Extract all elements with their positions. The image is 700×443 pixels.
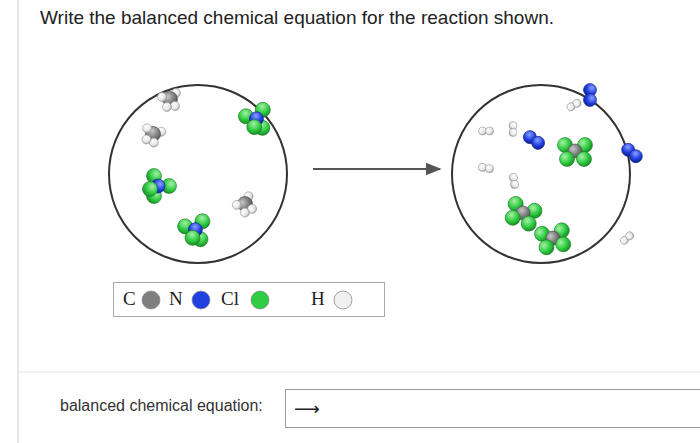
carbon-tetrachloride-molecule	[533, 222, 573, 257]
hydrogen-molecule	[478, 163, 494, 173]
product-circle	[452, 85, 630, 263]
atom	[141, 122, 153, 134]
nitrogen-trichloride-molecule	[233, 94, 281, 142]
hydrogen-molecule	[479, 127, 494, 135]
hydrogen-molecule	[509, 122, 517, 137]
atom	[627, 147, 645, 165]
answer-input-box: ⟶	[285, 389, 700, 428]
atom	[239, 207, 251, 219]
legend-swatch-holder	[190, 289, 212, 311]
hydrogen-molecule	[566, 98, 583, 112]
atom	[143, 182, 158, 197]
atom	[231, 199, 243, 211]
hydrogen-molecule	[509, 173, 519, 189]
atom	[584, 94, 597, 107]
nitrogen-trichloride-molecule	[172, 204, 221, 253]
molecules	[136, 84, 645, 257]
legend-swatch	[334, 291, 352, 309]
atom	[510, 180, 519, 189]
atom	[529, 134, 547, 152]
atom	[140, 133, 152, 145]
atom	[244, 117, 265, 138]
reaction-arrow	[313, 168, 440, 170]
atom	[182, 227, 203, 248]
legend-swatch-holder	[140, 289, 162, 311]
atom	[163, 103, 172, 112]
legend-label: Cl	[221, 288, 239, 310]
legend-label: N	[169, 288, 183, 310]
field-label: balanced chemical equation:	[60, 397, 263, 415]
nitrogen-trichloride-molecule	[143, 169, 177, 204]
atom	[555, 236, 572, 253]
atom	[171, 102, 180, 111]
legend-swatch	[142, 291, 160, 309]
atom	[486, 127, 494, 135]
atom	[158, 93, 167, 102]
methane-molecule	[158, 89, 181, 112]
legend-swatch	[251, 291, 269, 309]
hydrogen-molecule	[619, 230, 636, 246]
reactant-circle	[109, 85, 287, 263]
methane-molecule	[230, 191, 259, 220]
atom	[624, 230, 635, 241]
atom	[503, 208, 522, 227]
atom	[538, 239, 555, 256]
legend-swatch-holder	[249, 289, 271, 311]
legend-swatch	[192, 291, 210, 309]
nitrogen-molecule	[619, 141, 645, 166]
atom	[560, 152, 575, 167]
atom-legend: C N Cl H	[113, 282, 385, 317]
atom	[577, 152, 592, 167]
legend-swatch-holder	[332, 289, 354, 311]
atom	[509, 129, 517, 137]
separator-line	[18, 372, 700, 373]
nitrogen-molecule	[521, 128, 547, 152]
methane-molecule	[136, 119, 167, 150]
carbon-tetrachloride-molecule	[558, 138, 593, 167]
nitrogen-molecule	[584, 84, 597, 107]
question-title: Write the balanced chemical equation for…	[40, 7, 554, 29]
page-frame	[18, 0, 700, 443]
atom	[485, 164, 494, 173]
legend-label: H	[311, 288, 325, 310]
arrow-text: ⟶	[294, 390, 320, 427]
atom	[572, 98, 583, 109]
legend-label: C	[123, 288, 136, 310]
